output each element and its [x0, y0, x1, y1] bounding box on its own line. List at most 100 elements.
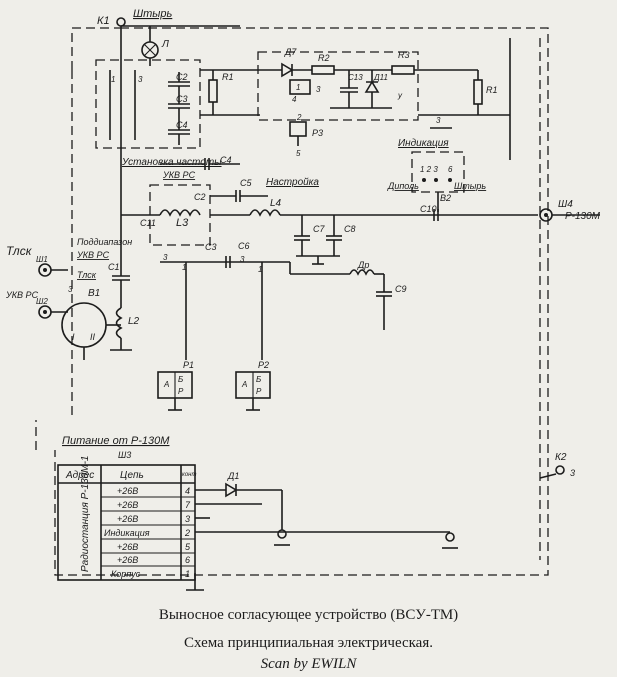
- terminal-k1: [116, 17, 126, 27]
- table-connector: Ш3: [118, 450, 131, 460]
- caption-credit: Scan by EWILN: [260, 656, 357, 672]
- label-sh1: Ш1: [36, 255, 48, 264]
- label-d7: Д7: [284, 47, 297, 57]
- table-col-contact: конт: [182, 472, 196, 478]
- table-col-chain: Цепь: [120, 470, 144, 481]
- label-roman-2: II: [90, 332, 96, 342]
- label-dipol: Диполь: [387, 181, 419, 191]
- label-k2-pin: 3: [570, 468, 575, 478]
- label-c3-mid: C3: [205, 242, 217, 252]
- label-c7: C7: [313, 224, 325, 234]
- power-table: [57, 464, 196, 581]
- table-col-addr: Адрес: [65, 470, 94, 481]
- label-nastroyka: Настройка: [266, 177, 319, 188]
- label-l2: L2: [128, 316, 140, 327]
- coil-l4: [249, 209, 281, 217]
- label-p2: Р2: [258, 360, 269, 370]
- diode-d7: [281, 62, 294, 78]
- diode-d11: [364, 80, 380, 93]
- svg-text:6: 6: [448, 165, 453, 174]
- label-sh2: Ш2: [36, 297, 48, 306]
- label-c6: C6: [238, 241, 250, 251]
- diode-d1: [225, 482, 238, 498]
- label-ukv-rs-top: УКВ РС: [162, 170, 196, 180]
- terminal-k2: [555, 465, 565, 475]
- svg-text:3: 3: [240, 255, 245, 264]
- label-c9: C9: [395, 284, 407, 294]
- svg-text:у: у: [397, 91, 403, 100]
- table-row-chain: +26В: [117, 486, 138, 496]
- svg-text:2: 2: [296, 113, 302, 122]
- label-tlsk-mid: Тлск: [77, 270, 97, 280]
- label-dr: Др: [357, 260, 369, 270]
- table-row-contact: 5: [185, 542, 191, 552]
- label-l4: L4: [270, 198, 282, 209]
- label-k1: К1: [97, 15, 110, 27]
- label-c1: C1: [108, 262, 120, 272]
- svg-text:1: 1: [111, 75, 115, 84]
- svg-text:3: 3: [138, 75, 143, 84]
- label-roman-1: I: [72, 332, 75, 342]
- table-row-chain: +26В: [117, 514, 138, 524]
- label-shtyr-top: Штырь: [133, 8, 172, 20]
- svg-text:Б: Б: [178, 375, 183, 384]
- label-c4-b: C4: [220, 155, 232, 165]
- label-d11: Д11: [373, 73, 388, 82]
- resistor-r1-top: [208, 79, 218, 103]
- caption-subtitle: Схема принципиальная электрическая.: [184, 635, 433, 651]
- label-c8: C8: [344, 224, 356, 234]
- label-shtyr-right: Штырь: [454, 181, 486, 191]
- svg-text:3: 3: [68, 285, 73, 294]
- label-c2-top: C2: [176, 72, 188, 82]
- table-station: Радиостанция Р-130М-1: [80, 456, 91, 572]
- relay-p3: [289, 121, 307, 137]
- svg-text:1: 1: [296, 83, 300, 92]
- table-row-chain: +26В: [117, 542, 138, 552]
- label-lamp: Л: [161, 39, 169, 50]
- resistor-r2: [311, 65, 335, 75]
- label-r1-top: R1: [222, 72, 234, 82]
- label-c5: C5: [240, 178, 252, 188]
- table-row-chain: +26В: [117, 500, 138, 510]
- choke-dr: [349, 269, 375, 276]
- svg-text:1 2 3: 1 2 3: [420, 165, 438, 174]
- label-podd: Поддиапазон: [77, 237, 132, 247]
- label-k2: К2: [555, 452, 567, 463]
- label-ustanovka: Установка частоты: [121, 157, 222, 168]
- label-p130m: Р-130М: [565, 211, 601, 222]
- table-row-chain: Корпус: [111, 569, 141, 579]
- caption-title: Выносное согласующее устройство (ВСУ-ТМ): [158, 607, 459, 623]
- label-b1: В1: [88, 288, 100, 299]
- label-d1: Д1: [227, 471, 239, 481]
- label-ukv-rs-mid: УКВ РС: [76, 250, 110, 260]
- label-c10: C10: [420, 204, 437, 214]
- svg-text:3: 3: [163, 253, 168, 262]
- switch-b1: [61, 302, 107, 348]
- svg-text:4: 4: [292, 95, 297, 104]
- svg-text:3: 3: [436, 116, 441, 125]
- label-ukv-rs-left: УКВ РС: [5, 290, 39, 300]
- label-l3: L3: [176, 217, 189, 229]
- label-c11: C11: [140, 218, 156, 228]
- label-tlsk-left: Тлск: [6, 244, 33, 258]
- svg-text:1: 1: [182, 263, 186, 272]
- svg-text:Р: Р: [178, 387, 184, 396]
- svg-text:1: 1: [258, 265, 262, 274]
- coil-l3: [159, 209, 201, 217]
- label-p1: Р1: [183, 360, 194, 370]
- label-p3: Р3: [312, 128, 323, 138]
- table-row-contact: 3: [185, 514, 190, 524]
- table-title: Питание от Р-130М: [62, 435, 170, 447]
- label-r2: R2: [318, 53, 330, 63]
- label-c3-top: C3: [176, 94, 188, 104]
- svg-text:Р: Р: [256, 387, 262, 396]
- resistor-r1-right: [473, 79, 483, 105]
- label-b2: В2: [440, 193, 451, 203]
- label-c2-mid: C2: [194, 192, 206, 202]
- svg-text:Б: Б: [256, 375, 261, 384]
- relay-coil: [289, 79, 311, 95]
- table-row-contact: 7: [185, 500, 191, 510]
- table-row-chain: +26В: [117, 555, 138, 565]
- enclosure-outline: [35, 27, 549, 576]
